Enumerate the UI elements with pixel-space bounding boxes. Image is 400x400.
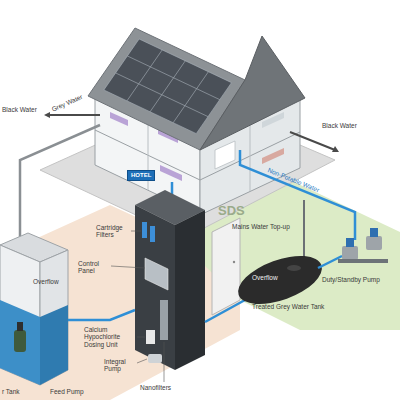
cartridge-filter bbox=[142, 222, 147, 238]
sign-text: HOTEL bbox=[131, 172, 151, 179]
bed bbox=[160, 165, 182, 181]
part-label: Integral Pump bbox=[104, 358, 134, 373]
part-label: Treated Grey Water Tank bbox=[252, 303, 324, 310]
feed-pump bbox=[17, 322, 23, 331]
treatment-cabinet bbox=[135, 205, 175, 370]
pump bbox=[342, 246, 358, 260]
water bbox=[40, 305, 68, 385]
cartridge-filter bbox=[150, 226, 155, 242]
flow-arrow bbox=[44, 112, 50, 118]
pump bbox=[370, 228, 378, 237]
integral-pump bbox=[148, 354, 162, 363]
leader-line bbox=[131, 231, 141, 232]
part-label: Duty/Standby Pump bbox=[322, 276, 380, 283]
part-label: Control Panel bbox=[78, 260, 110, 275]
leader-line bbox=[111, 266, 145, 268]
black-water-pipe bbox=[48, 114, 100, 116]
part-label: r Tank bbox=[2, 388, 20, 395]
feed-pipe bbox=[68, 310, 135, 320]
grey-water-tank bbox=[0, 245, 40, 385]
leader-line bbox=[137, 337, 145, 338]
door bbox=[212, 218, 240, 315]
door-handle bbox=[233, 261, 235, 263]
treated-tank bbox=[232, 246, 328, 314]
hotel-sign: HOTEL bbox=[127, 170, 155, 181]
pump bbox=[366, 236, 382, 250]
treated-water-pipe bbox=[205, 300, 245, 322]
part-label: Overflow bbox=[252, 274, 278, 281]
leader-line bbox=[137, 359, 147, 363]
treatment-cabinet bbox=[175, 210, 205, 370]
black-water-pipe bbox=[290, 132, 335, 150]
plant-room-floor bbox=[0, 205, 240, 400]
water bbox=[0, 300, 40, 385]
pump bbox=[346, 238, 354, 247]
table bbox=[262, 148, 284, 164]
feed-pump bbox=[14, 330, 26, 352]
nanofilter bbox=[160, 300, 168, 340]
solar-panels bbox=[104, 39, 232, 134]
watermark: SDS bbox=[218, 204, 245, 219]
grey-water-tank bbox=[40, 250, 68, 385]
part-label: Nanofilters bbox=[140, 384, 171, 391]
part-label: Mains Water Top-up bbox=[232, 223, 290, 230]
room-wall bbox=[250, 121, 251, 191]
pipe-label: Black Water bbox=[2, 106, 37, 113]
pipe-label: Grey Water bbox=[50, 93, 83, 113]
dosing-unit bbox=[146, 330, 155, 344]
part-label: Cartridge Filters bbox=[96, 224, 130, 239]
flow-arrow bbox=[332, 146, 339, 152]
leader-line bbox=[164, 342, 165, 382]
tank-hatch bbox=[287, 265, 301, 271]
part-label: Feed Pump bbox=[50, 388, 84, 395]
control-panel bbox=[145, 258, 168, 290]
part-label: Calcium Hypochlorite Dosing Unit bbox=[84, 326, 134, 348]
mains-pipe bbox=[303, 200, 305, 262]
pipe-label: Black Water bbox=[322, 122, 357, 129]
pump-base bbox=[338, 259, 388, 263]
part-label: Overflow bbox=[33, 278, 59, 285]
window bbox=[215, 141, 235, 169]
grey-water-pipe bbox=[20, 125, 100, 242]
